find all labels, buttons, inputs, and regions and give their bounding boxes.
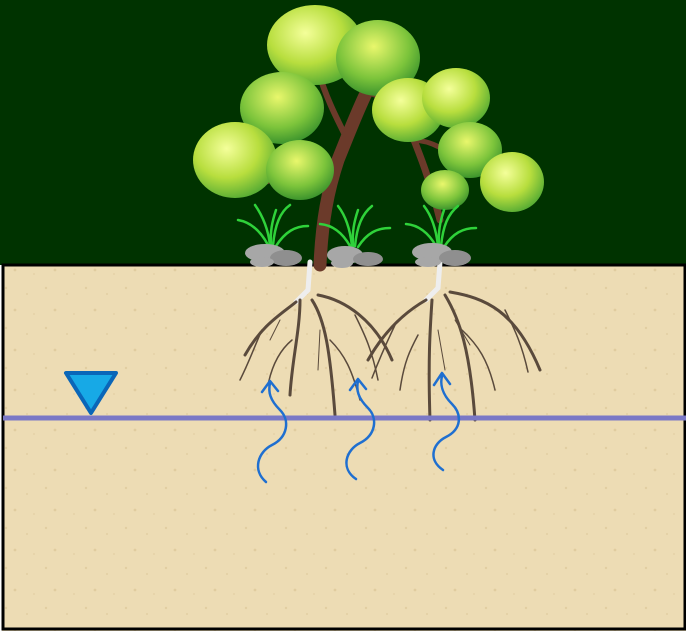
foliage-clump bbox=[421, 170, 469, 210]
foliage-clump bbox=[480, 152, 544, 212]
foliage-clump bbox=[422, 68, 490, 128]
foliage-clump bbox=[266, 140, 334, 200]
soil-block bbox=[2, 265, 686, 631]
foliage-clump bbox=[193, 122, 277, 198]
